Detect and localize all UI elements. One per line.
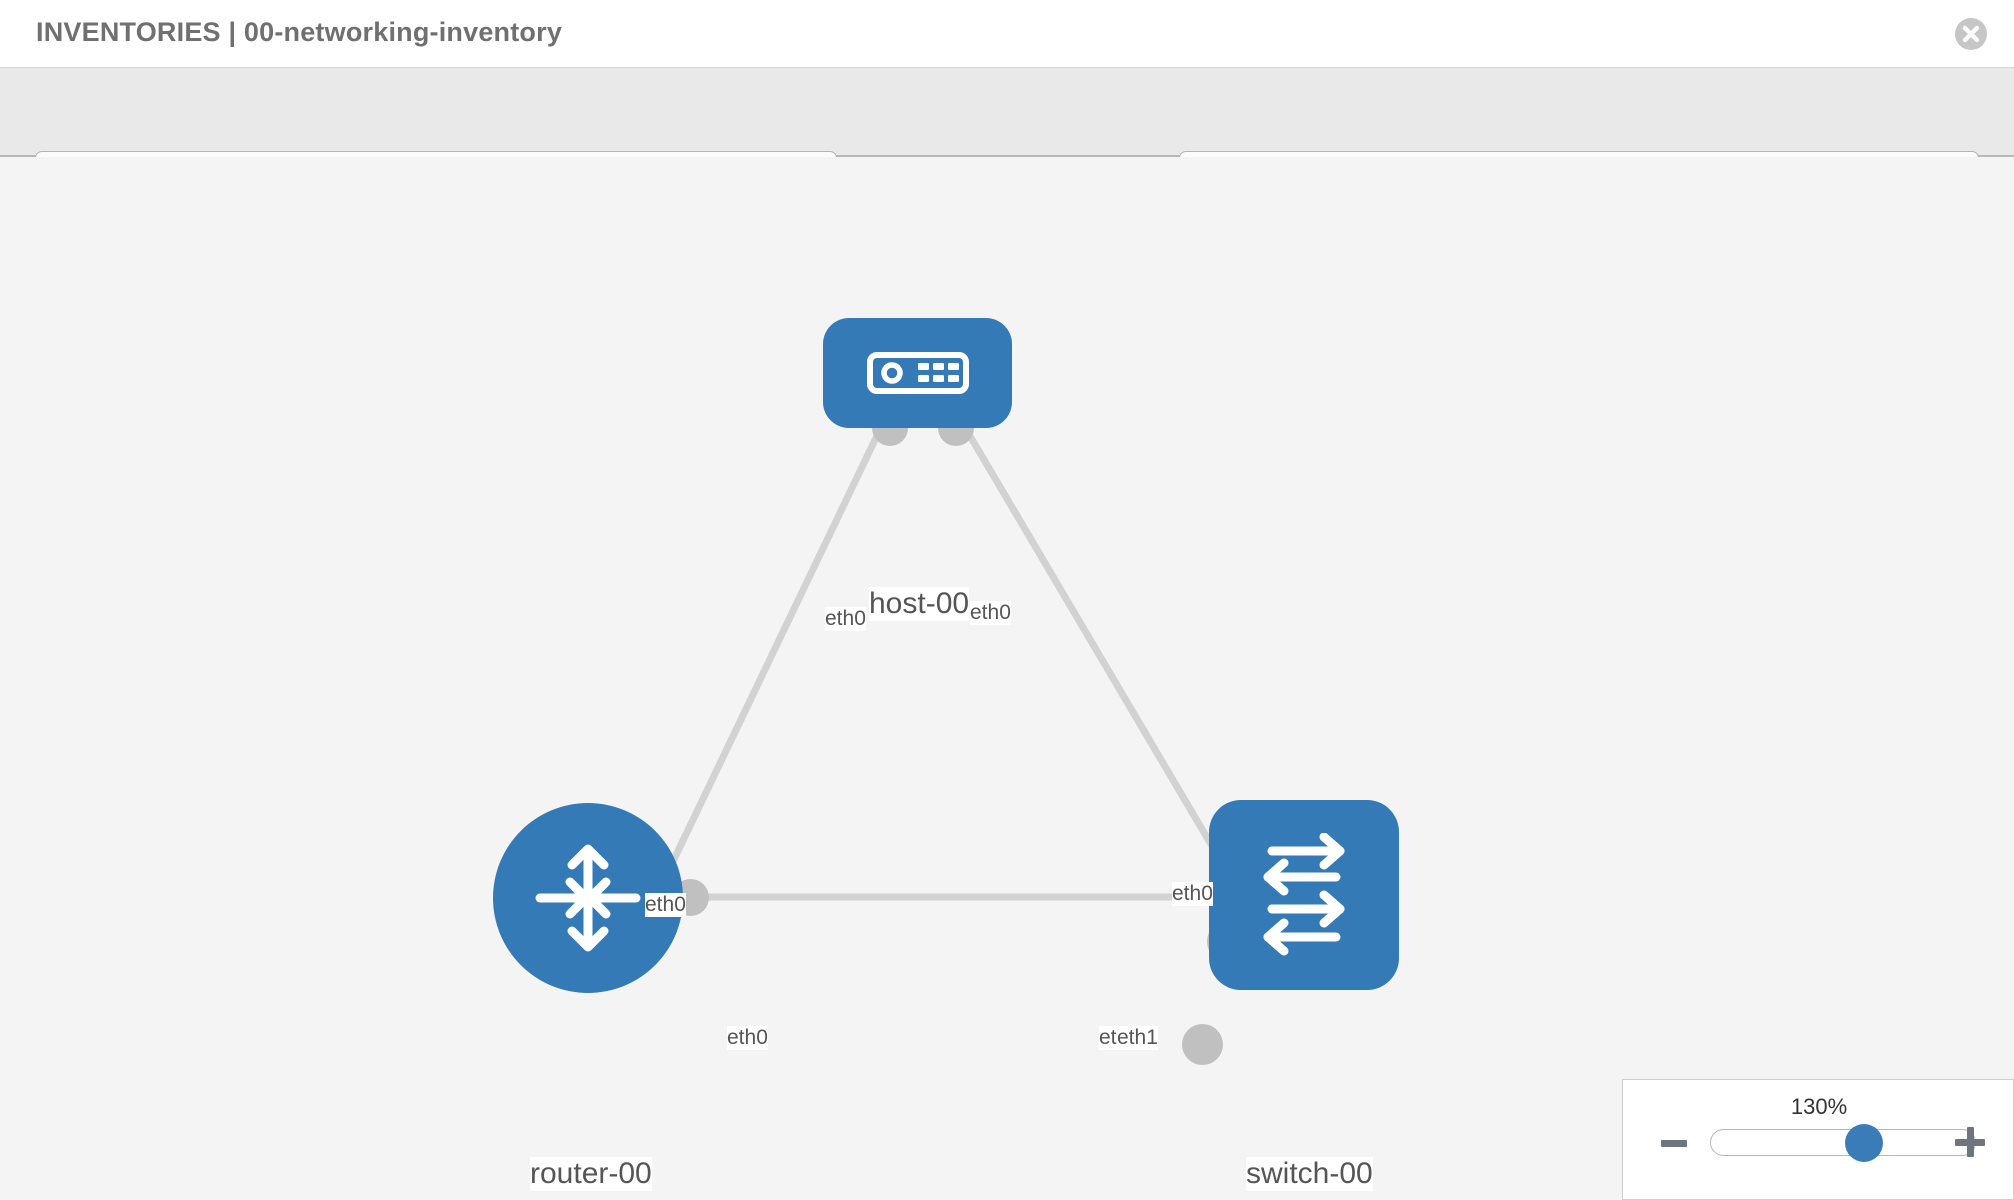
- router-arrows-icon: [535, 844, 641, 952]
- close-button[interactable]: [1955, 18, 1987, 50]
- eth-label-host-right: eth0: [970, 601, 1011, 625]
- close-icon: [1962, 25, 1980, 43]
- zoom-control-panel: 130%: [1622, 1079, 2014, 1200]
- node-label-router-00: router-00: [530, 1157, 652, 1191]
- topology-canvas[interactable]: host-00 router-00 switch-00 eth0 eth0 et…: [0, 157, 2014, 1200]
- eth-label-router-top: eth0: [645, 893, 686, 917]
- page-title: INVENTORIES | 00-networking-inventory: [36, 17, 563, 47]
- link-host-switch: [956, 417, 1249, 904]
- eth-label-switch-left-b: eth1: [1117, 1026, 1158, 1050]
- zoom-out-button[interactable]: [1661, 1140, 1687, 1147]
- topology-links: [651, 417, 1249, 904]
- port-switch-left[interactable]: [1182, 1024, 1223, 1065]
- toolbar: ACTIONS SEARCH: [0, 68, 2014, 208]
- zoom-in-button[interactable]: [1955, 1127, 1985, 1157]
- page-header: INVENTORIES | 00-networking-inventory: [0, 0, 2014, 68]
- zoom-level-value: 130%: [1790, 1094, 1848, 1119]
- zoom-slider-track[interactable]: [1710, 1124, 1976, 1162]
- node-host-00[interactable]: [823, 318, 1012, 428]
- link-host-router: [651, 417, 889, 901]
- node-switch-00[interactable]: [1209, 800, 1399, 990]
- switch-arrows-icon: [1263, 833, 1345, 956]
- server-device-icon: [866, 352, 969, 394]
- zoom-slider-thumb[interactable]: [1845, 1124, 1884, 1162]
- node-label-host-00: host-00: [869, 587, 970, 621]
- eth-label-switch-top: eth0: [1172, 882, 1213, 906]
- eth-label-host-left: eth0: [825, 607, 866, 631]
- eth-label-router-right: eth0: [727, 1026, 768, 1050]
- node-label-switch-00: switch-00: [1246, 1157, 1373, 1191]
